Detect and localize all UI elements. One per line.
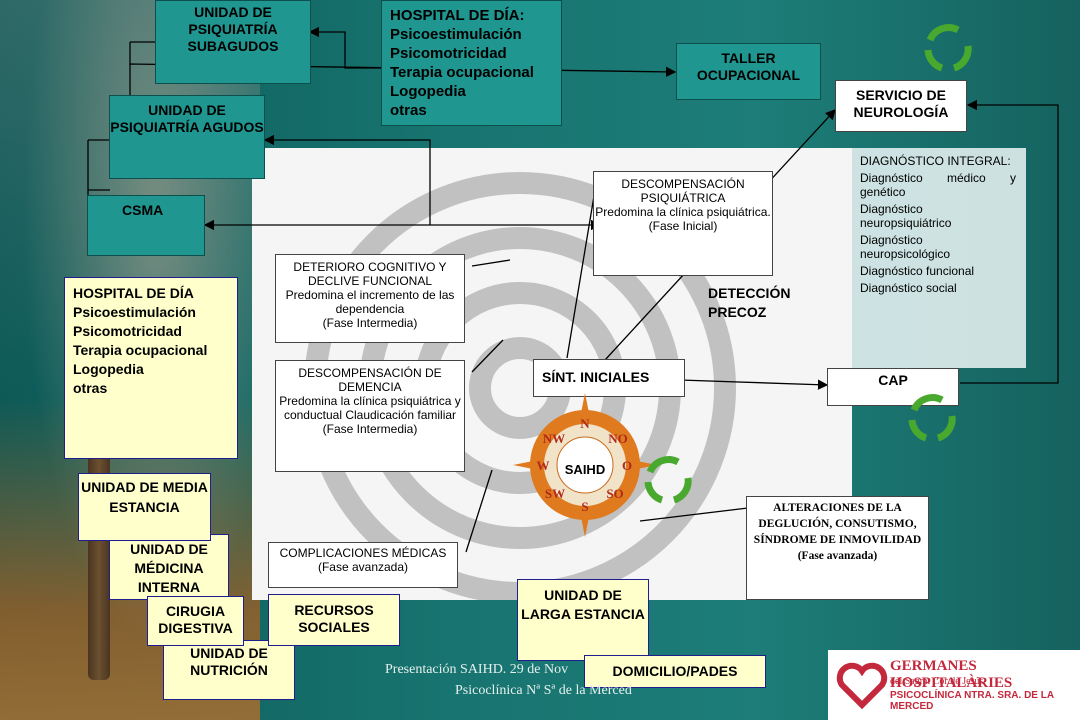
taller-ocupacional[interactable]: TALLER OCUPACIONAL xyxy=(676,43,821,100)
footer-line-2: Psicoclínica Nª Sª de la Merced xyxy=(455,683,632,698)
label: UNIDAD DE MÉDICINA INTERNA xyxy=(130,541,208,595)
hospital-dia-top-item: Terapia ocupacional xyxy=(390,64,534,81)
hospital-dia-top[interactable]: HOSPITAL DE DÍA: Psicoestimulación Psico… xyxy=(381,0,562,126)
cirugia-digestiva[interactable]: CIRUGIA DIGESTIVA xyxy=(147,596,244,646)
descompensacion-psiquiatrica[interactable]: DESCOMPENSACIÓN PSIQUIÁTRICA Predomina l… xyxy=(593,171,773,276)
label: RECURSOS SOCIALES xyxy=(294,602,374,635)
hospital-dia-top-title: HOSPITAL DE DÍA: xyxy=(390,7,525,24)
domicilio-pades[interactable]: DOMICILIO/PADES xyxy=(584,655,766,688)
diagnostico-item: Diagnóstico neuropsiquiátrico xyxy=(860,202,952,230)
unidad-medicina-interna[interactable]: UNIDAD DE MÉDICINA INTERNA xyxy=(109,534,229,600)
hospital-dia-top-item: otras xyxy=(390,102,427,119)
label: UNIDAD DE LARGA ESTANCIA xyxy=(521,587,645,622)
hospital-dia-top-item: Psicoestimulación xyxy=(390,26,522,43)
label: UNIDAD DE PSIQUIATRÍA AGUDOS xyxy=(110,102,264,135)
diagnostico-item: Diagnóstico neuropsicológico xyxy=(860,233,951,261)
hospital-dia-left-item: Logopedia xyxy=(73,361,144,377)
phase-label: (Fase Intermedia) xyxy=(322,422,418,436)
phase-label: (Fase avanzada) xyxy=(797,550,878,562)
phase-label: (Fase Inicial) xyxy=(648,219,718,233)
hospital-dia-left[interactable]: HOSPITAL DE DÍA Psicoestimulación Psicom… xyxy=(64,277,238,459)
phase-title: DESCOMPENSACIÓN DE DEMENCIA xyxy=(298,366,442,394)
logo-name: GERMANES HOSPITALÀRIES xyxy=(890,658,1013,691)
diagnostic-backdrop xyxy=(852,148,1026,368)
footer-line-1: Presentación SAIHD. 29 de Nov xyxy=(385,662,569,677)
hospital-dia-top-item: Logopedia xyxy=(390,83,466,100)
phase-title: COMPLICACIONES MÉDICAS xyxy=(279,546,447,560)
label: SÍNT. INICIALES xyxy=(542,369,650,385)
label: UNIDAD DE MEDIA ESTANCIA xyxy=(81,479,208,515)
phase-title: DESCOMPENSACIÓN PSIQUIÁTRICA xyxy=(621,177,745,205)
logo-clinic: PSICOCLÍNICA NTRA. SRA. DE LA MERCED xyxy=(890,690,1054,712)
deterioro-cognitivo[interactable]: DETERIORO COGNITIVO Y DECLIVE FUNCIONAL … xyxy=(275,254,465,343)
hospital-dia-left-title: HOSPITAL DE DÍA xyxy=(73,285,194,301)
label: TALLER OCUPACIONAL xyxy=(696,50,801,83)
diagnostico-item: Diagnóstico social xyxy=(860,281,957,295)
label: SERVICIO DE NEUROLOGÍA xyxy=(853,87,949,120)
diagnostico-item: Diagnóstico médico y genético xyxy=(860,171,1016,199)
label: UNIDAD DE PSIQUIATRÍA SUBAGUDOS xyxy=(187,4,279,54)
germanes-logo: GERMANES HOSPITALÀRIES del Sagrat Cor de… xyxy=(828,650,1080,720)
diagnostico-title: DIAGNÓSTICO INTEGRAL: xyxy=(860,154,1011,168)
diagnostico-item: Diagnóstico funcional xyxy=(860,264,975,278)
phase-body: Predomina la clínica psiquiátrica. xyxy=(595,205,771,219)
unidad-larga-estancia[interactable]: UNIDAD DE LARGA ESTANCIA xyxy=(517,579,649,661)
csma[interactable]: CSMA xyxy=(87,195,205,256)
diagnostico-integral: DIAGNÓSTICO INTEGRAL: Diagnóstico médico… xyxy=(860,154,1016,324)
complicaciones-medicas[interactable]: COMPLICACIONES MÉDICAS (Fase avanzada) xyxy=(268,542,458,588)
hospital-dia-left-item: Psicomotricidad xyxy=(73,323,182,339)
alteraciones-deglucion[interactable]: ALTERACIONES DE LA DEGLUCIÓN, CONSUTISMO… xyxy=(746,496,929,600)
descompensacion-demencia[interactable]: DESCOMPENSACIÓN DE DEMENCIA Predomina la… xyxy=(275,360,465,472)
logo-sub: del Sagrat Cor de Jesús xyxy=(890,676,984,687)
label: UNIDAD DE NUTRICIÓN xyxy=(190,645,268,678)
unit-psiquiatria-subagudos[interactable]: UNIDAD DE PSIQUIATRÍA SUBAGUDOS xyxy=(155,0,311,84)
phase-label: (Fase avanzada) xyxy=(317,560,409,574)
sintomas-iniciales[interactable]: SÍNT. INICIALES xyxy=(533,359,685,397)
hospital-dia-left-item: Terapia ocupacional xyxy=(73,342,208,358)
hospital-dia-left-item: Psicoestimulación xyxy=(73,304,196,320)
label: CAP xyxy=(878,372,908,388)
hospital-dia-top-item: Psicomotricidad xyxy=(390,45,507,62)
phase-title: DETERIORO COGNITIVO Y DECLIVE FUNCIONAL xyxy=(293,260,447,288)
servicio-neurologia[interactable]: SERVICIO DE NEUROLOGÍA xyxy=(835,80,967,132)
phase-body: Predomina la clínica psiquiátrica y cond… xyxy=(279,394,461,422)
recursos-sociales[interactable]: RECURSOS SOCIALES xyxy=(268,594,400,646)
unidad-media-estancia[interactable]: UNIDAD DE MEDIA ESTANCIA xyxy=(78,473,211,541)
label: DETECCIÓN PRECOZ xyxy=(708,285,791,320)
unidad-nutricion[interactable]: UNIDAD DE NUTRICIÓN xyxy=(163,640,295,700)
hospital-dia-left-item: otras xyxy=(73,380,108,396)
phase-label: (Fase Intermedia) xyxy=(322,316,418,330)
phase-body: Predomina el incremento de las dependenc… xyxy=(285,288,455,316)
label: DOMICILIO/PADES xyxy=(612,663,738,679)
heart-logo-icon xyxy=(836,662,888,710)
phase-title: ALTERACIONES DE LA DEGLUCIÓN, CONSUTISMO… xyxy=(753,502,922,546)
deteccion-precoz: DETECCIÓN PRECOZ xyxy=(700,284,850,324)
cap[interactable]: CAP xyxy=(827,368,959,406)
unit-psiquiatria-agudos[interactable]: UNIDAD DE PSIQUIATRÍA AGUDOS xyxy=(109,95,265,179)
label: CIRUGIA DIGESTIVA xyxy=(158,603,233,636)
label: CSMA xyxy=(122,202,164,218)
